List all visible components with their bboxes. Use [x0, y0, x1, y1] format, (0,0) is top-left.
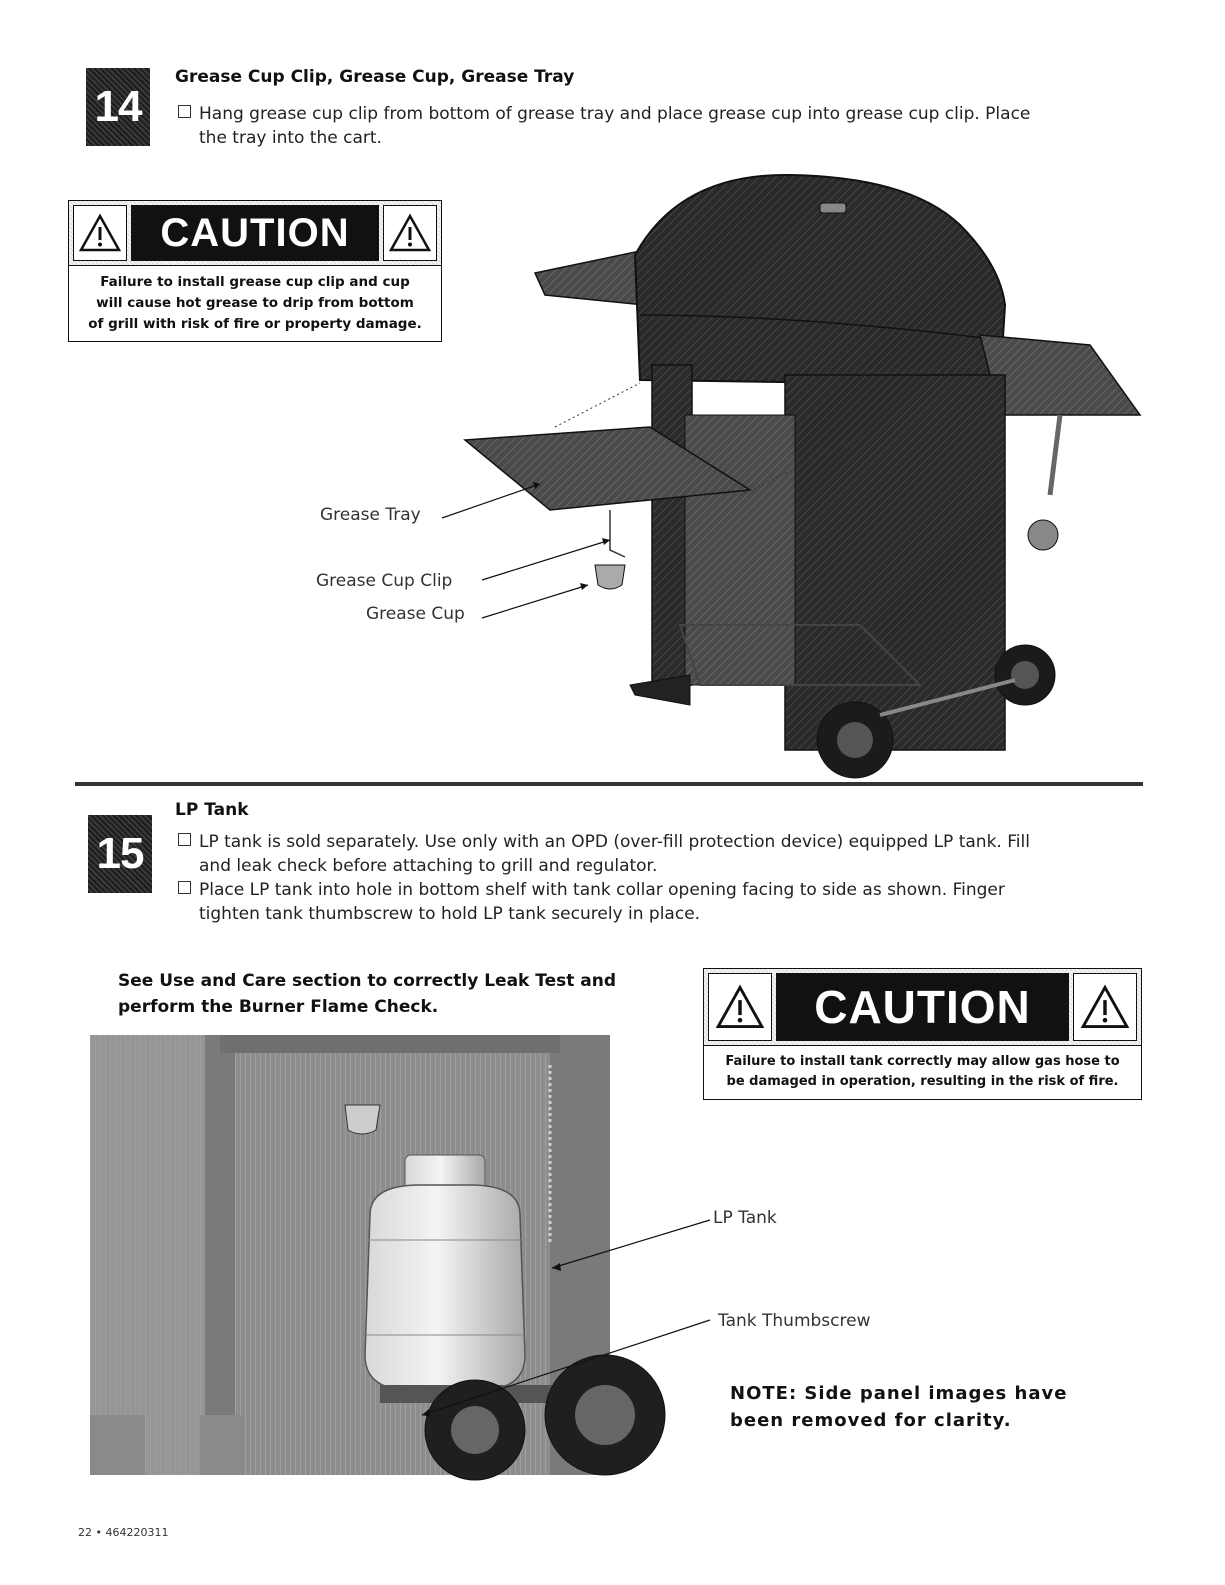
caution-line: Failure to install tank correctly may al…	[725, 1054, 1120, 1069]
step-15-bullet1-line1: LP tank is sold separately. Use only wit…	[199, 832, 1030, 852]
step-15-bullet1-line2: and leak check before attaching to grill…	[199, 856, 658, 876]
step-15-badge: 15	[88, 815, 152, 893]
caution-word: CAUTION	[131, 205, 379, 261]
warning-triangle-icon	[73, 205, 127, 261]
caution-line: Failure to install grease cup clip and c…	[100, 274, 410, 290]
leader-lines-fig2	[421, 1219, 711, 1417]
see-use-and-care-text: See Use and Care section to correctly Le…	[118, 968, 616, 1020]
step-15-bullet2-line1: Place LP tank into hole in bottom shelf …	[199, 880, 1005, 900]
warning-triangle-icon	[708, 973, 772, 1041]
lp-tank-illustration	[90, 1035, 666, 1481]
caution-word: CAUTION	[776, 973, 1069, 1041]
label-grease-cup-clip: Grease Cup Clip	[316, 571, 453, 591]
see-use-line: See Use and Care section to correctly Le…	[118, 971, 617, 991]
label-tank-thumbscrew: Tank Thumbscrew	[718, 1311, 871, 1331]
caution-line: be damaged in operation, resulting in th…	[726, 1074, 1119, 1089]
step-14-bullet: Hang grease cup clip from bottom of grea…	[178, 102, 1168, 150]
caution-line: of grill with risk of fire or property d…	[88, 316, 422, 332]
note-side-panel: NOTE: Side panel images have been remove…	[730, 1380, 1067, 1434]
caution-text: Failure to install grease cup clip and c…	[69, 266, 441, 335]
caution-text: Failure to install tank correctly may al…	[704, 1046, 1141, 1092]
step-14-bullet-line1: Hang grease cup clip from bottom of grea…	[199, 104, 1031, 124]
leader-lines-fig1	[441, 482, 611, 619]
step-15-bullets: LP tank is sold separately. Use only wit…	[178, 830, 1168, 926]
warning-triangle-icon	[383, 205, 437, 261]
section-divider	[75, 782, 1143, 786]
caution-box-grease: CAUTION Failure to install grease cup cl…	[68, 200, 442, 342]
page-footer: 22 • 464220311	[78, 1526, 169, 1539]
note-line: been removed for clarity.	[730, 1410, 1012, 1431]
label-lp-tank: LP Tank	[713, 1208, 777, 1228]
label-grease-tray: Grease Tray	[320, 505, 421, 525]
step-15-bullet2-line2: tighten tank thumbscrew to hold LP tank …	[199, 904, 701, 924]
note-line: NOTE: Side panel images have	[730, 1383, 1068, 1404]
step-15-title: LP Tank	[175, 800, 249, 820]
checkbox-icon	[178, 881, 191, 894]
warning-triangle-icon	[1073, 973, 1137, 1041]
step-14-title: Grease Cup Clip, Grease Cup, Grease Tray	[175, 67, 575, 87]
grill-illustration	[463, 173, 1142, 779]
label-grease-cup: Grease Cup	[366, 604, 465, 624]
checkbox-icon	[178, 833, 191, 846]
caution-line: will cause hot grease to drip from botto…	[96, 295, 414, 311]
checkbox-icon	[178, 105, 191, 118]
step-14-badge: 14	[86, 68, 150, 146]
see-use-line: perform the Burner Flame Check.	[118, 997, 439, 1017]
step-14-bullet-line2: the tray into the cart.	[199, 128, 382, 148]
caution-box-tank: CAUTION Failure to install tank correctl…	[703, 968, 1142, 1100]
